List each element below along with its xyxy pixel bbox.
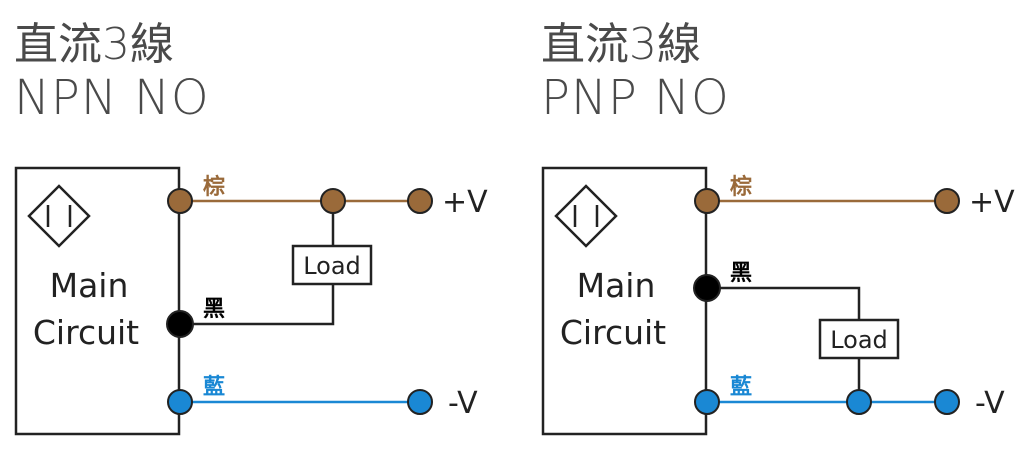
black-wire-label: 黑: [730, 261, 752, 286]
load-box: [291, 244, 373, 286]
brown-terminal: [694, 188, 720, 214]
load-label: Load: [303, 252, 361, 280]
brown-junction: [320, 188, 346, 214]
pnp-wiring-diagram: Main Circuit Load 棕 黑 藍 +V -V: [541, 166, 1015, 436]
npn-wiring-diagram: Main Circuit Load 棕 黑 藍 +V -V: [14, 166, 488, 436]
plus-v-label: +V: [969, 185, 1015, 220]
minus-v-label: -V: [448, 386, 478, 421]
load-box: [818, 318, 900, 360]
black-wire: [707, 286, 861, 320]
npn-title-line2: NPN NO: [14, 70, 210, 126]
brown-wire-label: 棕: [203, 174, 225, 200]
blue-junction: [846, 389, 872, 415]
npn-no-panel: 直流3線 NPN NO Main Circuit Load 棕 黑 藍: [14, 19, 488, 436]
main-label-line1: Main: [50, 266, 129, 305]
blue-terminal: [167, 389, 193, 415]
sensor-symbol-icon: [27, 184, 91, 248]
main-circuit-box: [14, 166, 181, 436]
minus-v-terminal: [934, 389, 960, 415]
minus-v-terminal: [407, 389, 433, 415]
blue-terminal: [694, 389, 720, 415]
plus-v-terminal: [934, 188, 960, 214]
black-terminal: [693, 274, 721, 302]
brown-terminal: [167, 188, 193, 214]
main-label-line1: Main: [577, 266, 656, 305]
pnp-title-line2: PNP NO: [541, 70, 730, 126]
npn-title-line1: 直流3線: [14, 19, 174, 70]
sensor-symbol-icon: [554, 184, 618, 248]
black-terminal: [166, 310, 194, 338]
blue-wire-label: 藍: [730, 375, 752, 400]
minus-v-label: -V: [975, 386, 1005, 421]
plus-v-label: +V: [442, 185, 488, 220]
pnp-no-panel: 直流3線 PNP NO Main Circuit Load 棕 黑 藍 +V -…: [527, 0, 1030, 455]
main-label-line2: Circuit: [33, 313, 139, 352]
blue-wire-label: 藍: [203, 375, 225, 400]
main-circuit-box: [541, 166, 708, 436]
main-label-line2: Circuit: [560, 313, 666, 352]
load-label: Load: [830, 326, 888, 354]
brown-wire-label: 棕: [730, 174, 752, 200]
pnp-title-line1: 直流3線: [541, 19, 701, 70]
plus-v-terminal: [407, 188, 433, 214]
black-wire: [180, 284, 335, 326]
black-wire-label: 黑: [203, 297, 225, 322]
